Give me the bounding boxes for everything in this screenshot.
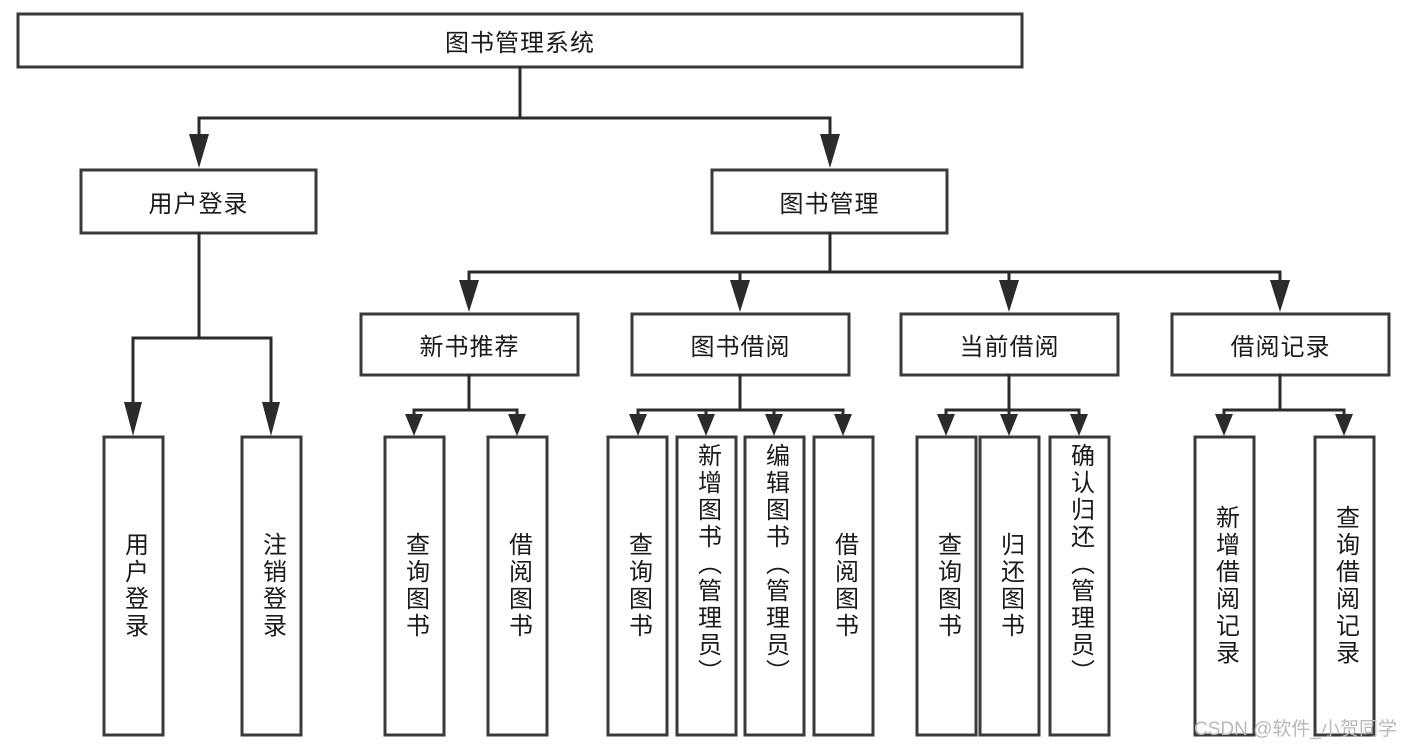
- arrow-head-leaf-user-login: [124, 402, 142, 436]
- node-leaf-add-book[interactable]: [675, 435, 738, 737]
- node-leaf-borrow-book-2[interactable]: [812, 435, 875, 737]
- arrow-head-current: [999, 280, 1019, 312]
- node-leaf-add-record[interactable]: [1193, 435, 1256, 737]
- node-root[interactable]: [16, 12, 1024, 69]
- node-leaf-borrow-book-1[interactable]: [486, 435, 549, 737]
- arrow-head-leaf-confirm-return: [1070, 414, 1088, 436]
- node-record[interactable]: [1170, 312, 1391, 377]
- arrow-head-user-login: [189, 134, 209, 168]
- node-leaf-logout[interactable]: [240, 435, 303, 737]
- arrow-head-leaf-edit-book: [765, 414, 783, 436]
- arrow-head-leaf-query-book-3: [937, 414, 955, 436]
- arrow-head-leaf-add-record: [1215, 414, 1233, 436]
- node-leaf-user-login[interactable]: [102, 435, 165, 737]
- node-new-book[interactable]: [359, 312, 580, 377]
- node-leaf-confirm-return[interactable]: [1048, 435, 1111, 737]
- arrow-head-leaf-logout: [262, 402, 280, 436]
- node-leaf-return-book[interactable]: [978, 435, 1041, 737]
- node-user-login[interactable]: [79, 168, 318, 235]
- arrow-head-borrow: [730, 280, 750, 312]
- arrow-head-leaf-query-record: [1335, 414, 1353, 436]
- node-leaf-query-book-2[interactable]: [606, 435, 669, 737]
- node-book-manage[interactable]: [710, 168, 949, 235]
- node-leaf-edit-book[interactable]: [743, 435, 806, 737]
- node-current[interactable]: [899, 312, 1120, 377]
- arrow-head-new-book: [459, 280, 479, 312]
- arrow-head-leaf-query-book-1: [405, 414, 423, 436]
- arrow-head-leaf-query-book-2: [629, 414, 647, 436]
- arrow-head-leaf-borrow-book-1: [508, 414, 526, 436]
- arrow-head-book-manage: [820, 134, 840, 168]
- node-borrow[interactable]: [630, 312, 851, 377]
- node-leaf-query-record[interactable]: [1313, 435, 1376, 737]
- arrow-head-leaf-borrow-book-2: [834, 414, 852, 436]
- arrow-head-leaf-return-book: [1000, 414, 1018, 436]
- node-leaf-query-book-1[interactable]: [383, 435, 446, 737]
- arrow-head-record: [1270, 280, 1290, 312]
- arrow-head-leaf-add-book: [697, 414, 715, 436]
- node-leaf-query-book-3[interactable]: [915, 435, 978, 737]
